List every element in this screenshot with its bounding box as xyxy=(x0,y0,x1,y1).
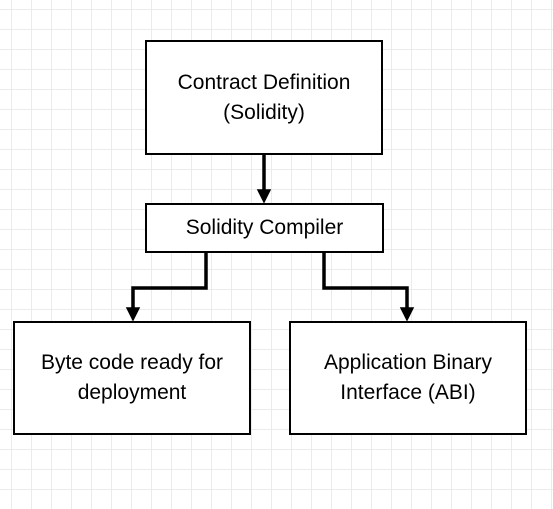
node-label: Interface (ABI) xyxy=(340,381,476,404)
node-label: Byte code ready for xyxy=(40,351,224,374)
node-solidity-compiler: Solidity Compiler xyxy=(145,203,384,253)
edge-compiler-to-abi xyxy=(322,253,409,309)
node-contract-definition: Contract Definition (Solidity) xyxy=(145,40,383,155)
node-label: deployment xyxy=(77,381,187,404)
edge-compiler-to-bytecode xyxy=(131,253,208,309)
node-label: (Solidity) xyxy=(223,100,305,124)
node-label: Application Binary xyxy=(323,351,493,374)
node-bytecode: Byte code ready for deployment xyxy=(13,321,251,435)
arrowhead-abi xyxy=(399,307,415,322)
arrowhead-bytecode xyxy=(125,307,141,322)
arrowhead-compiler xyxy=(256,189,272,204)
node-abi: Application Binary Interface (ABI) xyxy=(289,321,527,435)
node-label: Solidity Compiler xyxy=(185,216,344,239)
node-label: Contract Definition xyxy=(177,70,351,94)
